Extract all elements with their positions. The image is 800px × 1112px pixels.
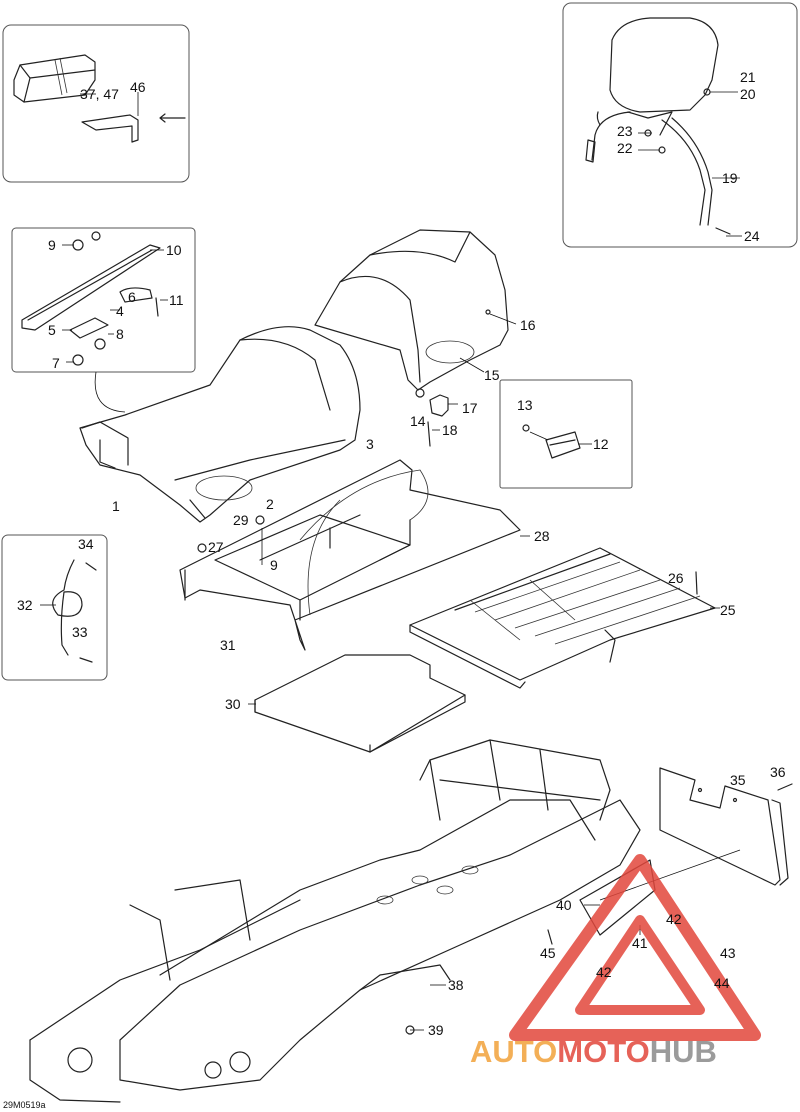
label-29: 29 (233, 512, 249, 528)
label-4: 4 (116, 303, 124, 319)
rear-seat (314, 229, 517, 398)
label-39: 39 (428, 1022, 444, 1038)
label-36: 36 (770, 764, 786, 780)
label-5: 5 (48, 322, 56, 338)
label-45: 45 (540, 945, 556, 961)
label-16: 16 (520, 317, 536, 333)
label-13: 13 (517, 397, 533, 413)
label-10: 10 (166, 242, 182, 258)
label-7: 7 (52, 355, 60, 371)
label-18: 18 (442, 422, 458, 438)
label-27: 27 (208, 539, 224, 555)
label-28: 28 (534, 528, 550, 544)
label-8: 8 (116, 326, 124, 342)
watermark-triangle-outer (509, 854, 761, 1041)
seat-base (179, 459, 530, 651)
inset-cable (1, 534, 108, 681)
storage-tray (409, 547, 720, 689)
label-6: 6 (128, 289, 136, 305)
label-23: 23 (617, 123, 633, 139)
label-31: 31 (220, 637, 236, 653)
bracket-17 (427, 394, 458, 447)
inset-backrest (562, 2, 798, 248)
pad (248, 654, 466, 753)
inset-latch (11, 227, 196, 413)
label-15: 15 (484, 367, 500, 383)
label-41: 41 (632, 935, 648, 951)
label-32: 32 (17, 597, 33, 613)
label-24: 24 (744, 228, 760, 244)
watermark-triangle-inner (575, 915, 705, 1015)
label-12: 12 (593, 436, 609, 452)
label-42-right: 42 (666, 911, 682, 927)
label-35: 35 (730, 772, 746, 788)
label-37-47: 37, 47 (80, 86, 119, 102)
label-25: 25 (720, 602, 736, 618)
label-21: 21 (740, 69, 756, 85)
label-14: 14 (410, 413, 426, 429)
label-44: 44 (714, 975, 730, 991)
inset-hinge (499, 379, 633, 489)
label-34: 34 (78, 536, 94, 552)
inset-seat-cover (2, 24, 190, 183)
label-40: 40 (556, 897, 572, 913)
seat (79, 326, 361, 523)
watermark-text: AUTOMOTOHUB (470, 1034, 717, 1069)
diagram-code: 29M0519a (3, 1100, 46, 1110)
label-9-bottom: 9 (270, 557, 278, 573)
label-42-bottom: 42 (596, 964, 612, 980)
label-1: 1 (112, 498, 120, 514)
label-11: 11 (169, 292, 184, 308)
label-22: 22 (617, 140, 633, 156)
label-3: 3 (366, 436, 374, 452)
watermark: AUTOMOTOHUB (470, 854, 761, 1069)
label-33: 33 (72, 624, 88, 640)
label-20: 20 (740, 86, 756, 102)
label-9-top: 9 (48, 237, 56, 253)
label-46: 46 (130, 79, 146, 95)
label-38: 38 (448, 977, 464, 993)
label-19: 19 (722, 170, 738, 186)
label-2: 2 (266, 496, 274, 512)
label-26: 26 (668, 570, 684, 586)
label-17: 17 (462, 400, 478, 416)
label-30: 30 (225, 696, 241, 712)
callout-labels: 37, 47 46 21 20 23 22 19 24 9 10 11 6 4 … (3, 69, 786, 1110)
label-43: 43 (720, 945, 736, 961)
